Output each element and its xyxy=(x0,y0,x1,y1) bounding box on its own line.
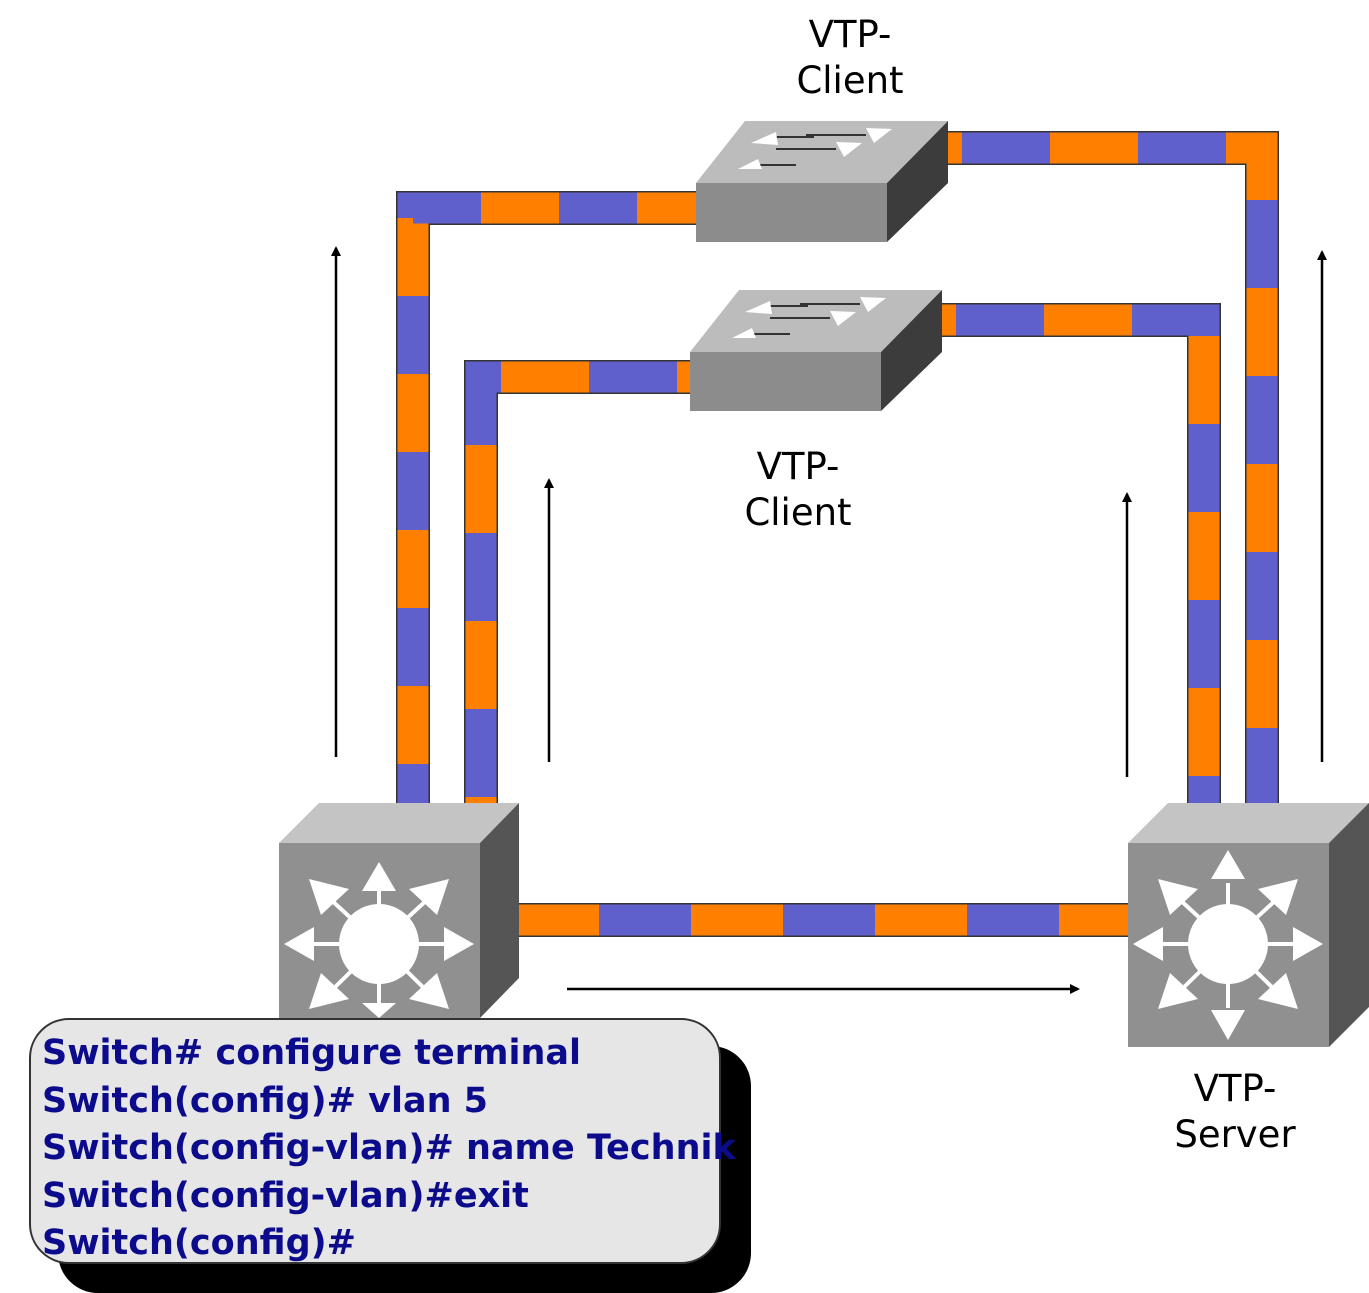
middle-client-label: VTP- Client xyxy=(718,444,878,536)
trunk-outer-left xyxy=(396,191,700,805)
label-line: VTP- xyxy=(1193,1067,1277,1110)
command-line: Switch# configure terminal xyxy=(42,1033,581,1073)
label-line: Client xyxy=(796,59,904,102)
multilayer-switch-icon xyxy=(1128,803,1369,1047)
trunk-outer-right xyxy=(948,131,1279,805)
trunk-inner-right xyxy=(942,303,1221,805)
command-line: Switch(config)# xyxy=(42,1223,356,1263)
workgroup-switch-icon xyxy=(696,121,948,242)
workgroup-switch-icon xyxy=(690,290,942,411)
server-label: VTP- Server xyxy=(1155,1066,1315,1158)
label-line: VTP- xyxy=(756,445,840,488)
label-line: Server xyxy=(1174,1113,1296,1156)
command-line: Switch(config)# vlan 5 xyxy=(42,1080,489,1121)
label-line: VTP- xyxy=(808,13,892,56)
command-line: Switch(config-vlan)# name Technik xyxy=(42,1128,736,1168)
top-client-label: VTP- Client xyxy=(770,12,930,104)
command-box: Switch# configure terminal Switch(config… xyxy=(29,1018,736,1264)
multilayer-switch-icon xyxy=(279,803,519,1018)
propagation-arrows xyxy=(331,246,1327,994)
trunk-inner-left xyxy=(464,360,692,805)
command-line: Switch(config-vlan)#exit xyxy=(42,1175,529,1216)
trunk-links xyxy=(396,131,1279,937)
label-line: Client xyxy=(744,491,852,534)
